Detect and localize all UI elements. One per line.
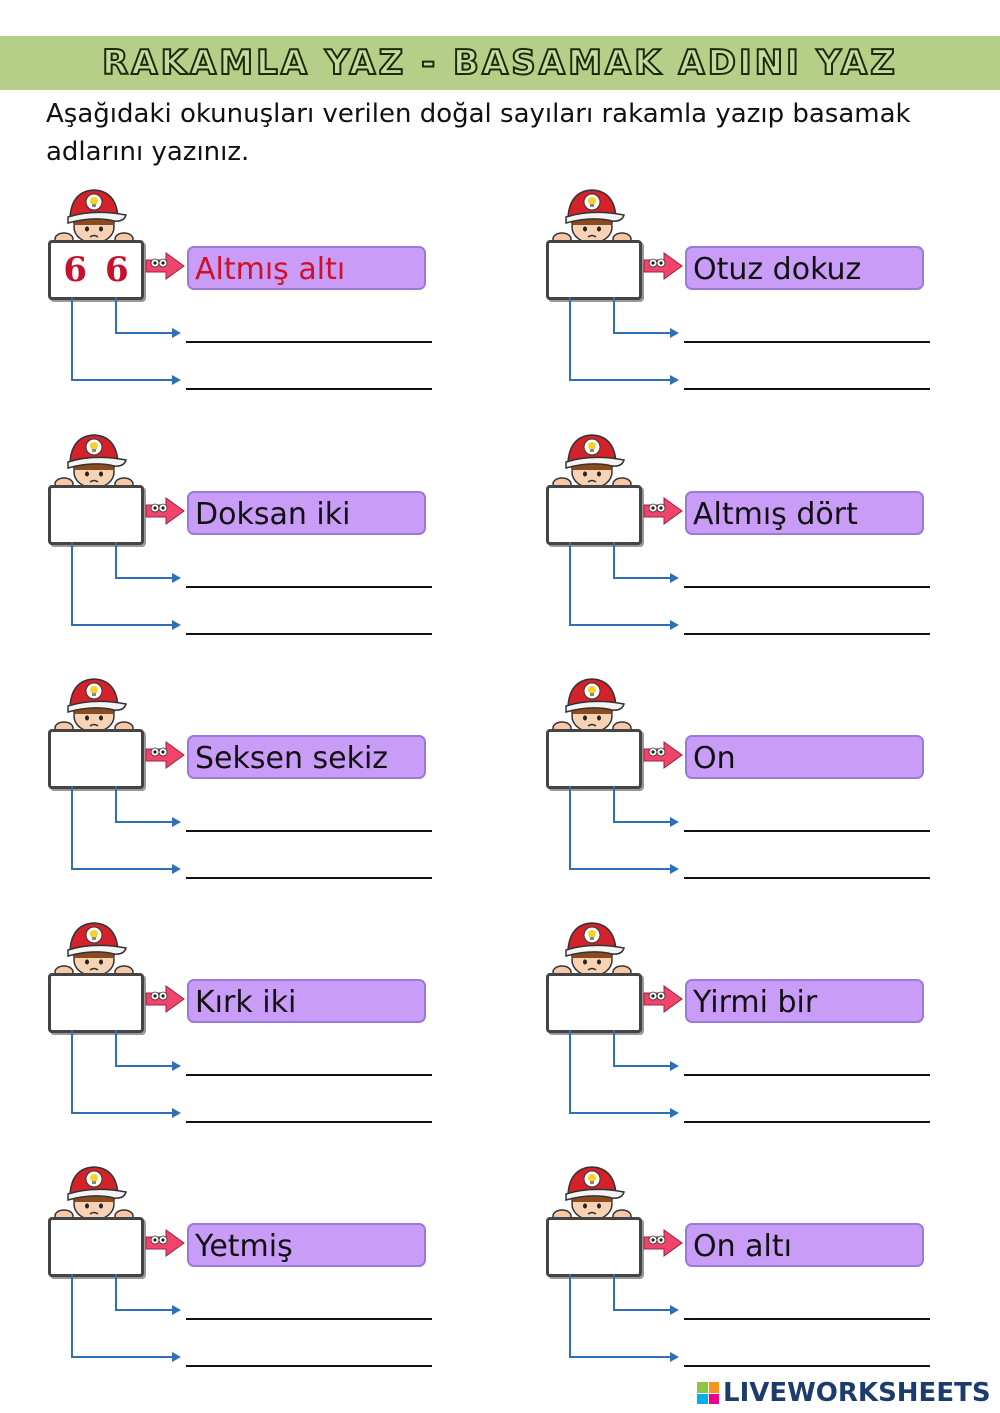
kid-with-cap-icon — [552, 185, 632, 246]
title-banner: RAKAMLA YAZ - BASAMAK ADINI YAZ — [0, 36, 1000, 90]
digit: 6 — [105, 250, 129, 290]
number-word-label: On altı — [685, 1223, 924, 1267]
place-value-answer-line[interactable] — [684, 849, 930, 879]
number-word-label: Otuz dokuz — [685, 246, 924, 290]
digit-answer-box[interactable] — [546, 240, 642, 300]
blue-arrow-icon — [71, 1030, 181, 1118]
instructions: Aşağıdaki okunuşları verilen doğal sayıl… — [46, 99, 911, 167]
number-word-label: Yetmiş — [187, 1223, 426, 1267]
digit-answer-box[interactable] — [546, 729, 642, 789]
place-value-answer-line[interactable] — [684, 558, 930, 588]
kid-with-cap-icon — [54, 1162, 134, 1223]
pink-arrow-icon — [144, 984, 186, 1014]
place-value-answer-line[interactable] — [186, 1093, 432, 1123]
exercise-item: Doksan iki — [46, 430, 466, 660]
digit-answer-box[interactable] — [48, 973, 144, 1033]
place-value-answer-line[interactable] — [186, 360, 432, 390]
exercise-item: Yetmiş — [46, 1162, 466, 1392]
place-value-answer-line[interactable] — [684, 313, 930, 343]
place-value-answer-line[interactable] — [186, 1290, 432, 1320]
digit-answer-box[interactable] — [546, 485, 642, 545]
digit-answer-box[interactable] — [546, 1217, 642, 1277]
place-value-answer-line[interactable] — [186, 558, 432, 588]
digit-answer-box[interactable] — [48, 729, 144, 789]
exercise-item: On altı — [544, 1162, 964, 1392]
digit-answer-box[interactable] — [48, 1217, 144, 1277]
number-word-label: Kırk iki — [187, 979, 426, 1023]
digit-answer-box[interactable] — [48, 485, 144, 545]
page-title: RAKAMLA YAZ - BASAMAK ADINI YAZ — [101, 42, 898, 84]
exercise-item: Yirmi bir — [544, 918, 964, 1148]
number-word-label: Altmış altı — [187, 246, 426, 290]
number-word-label: Yirmi bir — [685, 979, 924, 1023]
place-value-answer-line[interactable] — [684, 802, 930, 832]
kid-with-cap-icon — [54, 185, 134, 246]
place-value-answer-line[interactable] — [186, 605, 432, 635]
blue-arrow-icon — [71, 542, 181, 630]
exercise-item: Seksen sekiz — [46, 674, 466, 904]
brand-name: LIVEWORKSHEETS — [723, 1378, 991, 1408]
place-value-answer-line[interactable] — [684, 605, 930, 635]
blue-arrow-icon — [569, 542, 679, 630]
digit: 6 — [63, 250, 87, 290]
pink-arrow-icon — [642, 496, 684, 526]
place-value-answer-line[interactable] — [684, 1093, 930, 1123]
place-value-answer-line[interactable] — [684, 1290, 930, 1320]
number-word-label: On — [685, 735, 924, 779]
blue-arrow-icon — [569, 1030, 679, 1118]
exercise-item: Otuz dokuz — [544, 185, 964, 415]
number-word-label: Seksen sekiz — [187, 735, 426, 779]
brand-footer: LIVEWORKSHEETS — [697, 1376, 991, 1410]
number-word-label: Doksan iki — [187, 491, 426, 535]
place-value-answer-line[interactable] — [186, 1046, 432, 1076]
place-value-answer-line[interactable] — [186, 1337, 432, 1367]
blue-arrow-icon — [569, 297, 679, 385]
place-value-answer-line[interactable] — [186, 802, 432, 832]
place-value-answer-line[interactable] — [186, 849, 432, 879]
exercise-item: Kırk iki — [46, 918, 466, 1148]
blue-arrow-icon — [71, 297, 181, 385]
place-value-answer-line[interactable] — [684, 360, 930, 390]
pink-arrow-icon — [144, 1228, 186, 1258]
liveworksheets-logo-icon — [697, 1382, 719, 1404]
place-value-answer-line[interactable] — [684, 1046, 930, 1076]
place-value-answer-line[interactable] — [684, 1337, 930, 1367]
pink-arrow-icon — [144, 251, 186, 281]
pink-arrow-icon — [642, 1228, 684, 1258]
pink-arrow-icon — [144, 740, 186, 770]
kid-with-cap-icon — [54, 430, 134, 491]
blue-arrow-icon — [569, 786, 679, 874]
digit-answer-box[interactable] — [546, 973, 642, 1033]
pink-arrow-icon — [642, 251, 684, 281]
exercise-item: Altmış dört — [544, 430, 964, 660]
pink-arrow-icon — [642, 984, 684, 1014]
place-value-answer-line[interactable] — [186, 313, 432, 343]
number-word-label: Altmış dört — [685, 491, 924, 535]
blue-arrow-icon — [569, 1274, 679, 1362]
pink-arrow-icon — [642, 740, 684, 770]
blue-arrow-icon — [71, 786, 181, 874]
pink-arrow-icon — [144, 496, 186, 526]
blue-arrow-icon — [71, 1274, 181, 1362]
exercise-item: On — [544, 674, 964, 904]
